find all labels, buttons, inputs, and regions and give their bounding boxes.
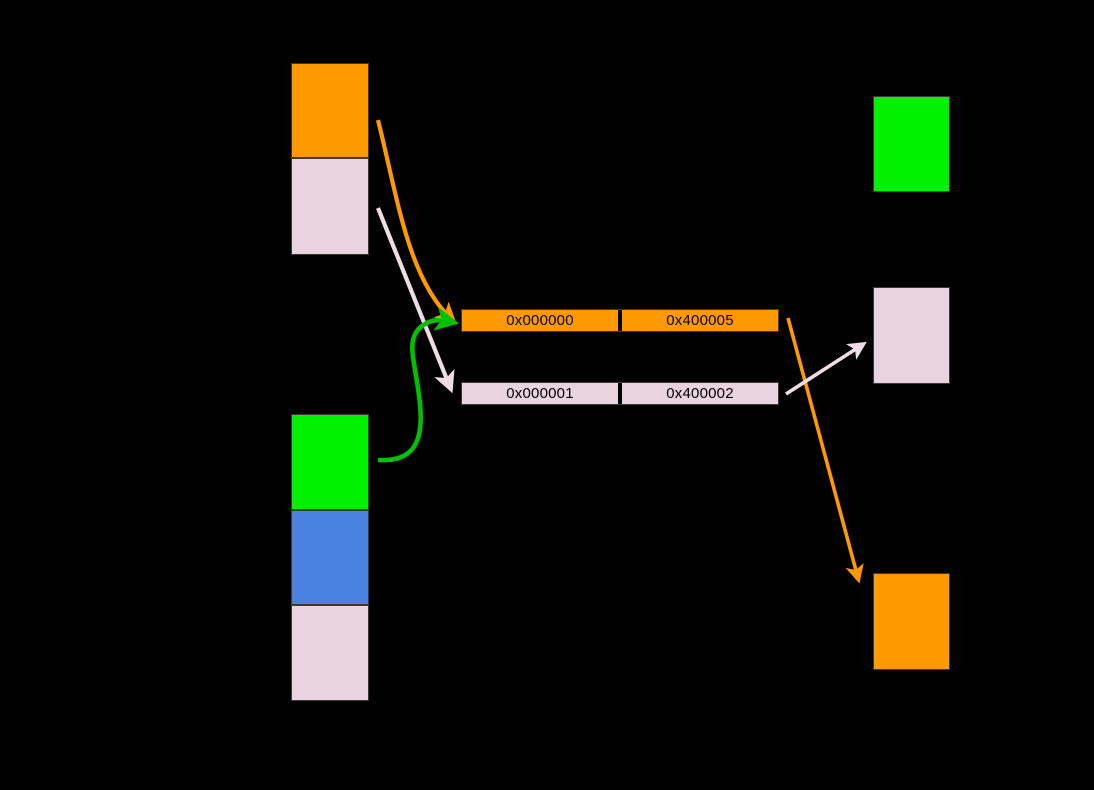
memory-block-pink-right	[873, 287, 950, 384]
green-mapping-arrow-in	[377, 307, 460, 463]
address-cell-virtual-orange: 0x000000	[462, 310, 618, 331]
orange-mapping-arrow-in	[375, 119, 457, 325]
address-row-pink: 0x000001 0x400002	[461, 382, 779, 405]
address-row-orange: 0x000000 0x400005	[461, 309, 779, 332]
address-cell-physical-pink: 0x400002	[622, 383, 778, 404]
memory-block-green-right	[873, 96, 950, 192]
orange-mapping-arrow-out	[786, 317, 864, 584]
memory-block-pink-upper-left	[291, 158, 369, 255]
address-cell-divider	[618, 383, 622, 404]
memory-block-orange-right	[873, 573, 950, 670]
white-mapping-arrow-out	[785, 341, 867, 396]
white-mapping-arrow-in	[376, 207, 455, 394]
address-cell-divider	[618, 310, 622, 331]
address-cell-physical-orange: 0x400005	[622, 310, 778, 331]
memory-block-green-lower-left	[291, 414, 369, 510]
memory-block-pink-lower-left	[291, 605, 369, 701]
memory-block-orange-upper-left	[291, 63, 369, 158]
memory-block-blue-lower-left	[291, 510, 369, 605]
address-cell-virtual-pink: 0x000001	[462, 383, 618, 404]
